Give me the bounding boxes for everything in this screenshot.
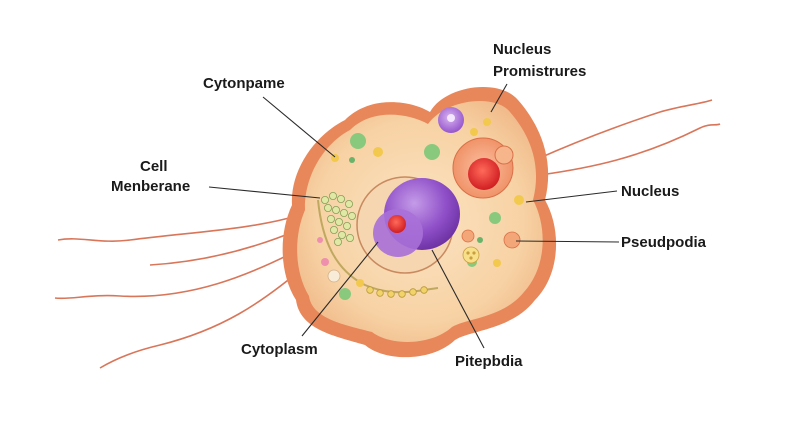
leader-nucleus-promistrures xyxy=(490,83,508,113)
granule-ring-dot xyxy=(466,251,470,255)
granule xyxy=(329,225,338,234)
organelles xyxy=(317,118,524,300)
yellow-granule xyxy=(373,147,383,157)
er-dot xyxy=(398,290,406,298)
granule xyxy=(345,233,354,242)
er-arc xyxy=(317,199,439,294)
pink-vesicle xyxy=(321,258,329,266)
granule-ring xyxy=(462,246,480,264)
orange-vesicle xyxy=(461,229,475,243)
leader-cytonpame xyxy=(262,96,336,158)
leader-pitepbdia xyxy=(431,249,485,349)
granule xyxy=(347,211,356,220)
green-vesicle xyxy=(339,288,351,300)
yellow-granule xyxy=(356,279,364,287)
flagellum xyxy=(539,123,721,176)
yellow-granule xyxy=(514,195,524,205)
green-vesicle xyxy=(489,212,501,224)
label-pseudpodia: Pseudpodia xyxy=(621,234,707,251)
granule xyxy=(336,194,345,203)
label-nucleus-promistrures-line1: Nucleus xyxy=(493,41,551,58)
er-dot xyxy=(366,286,374,294)
granule xyxy=(339,208,348,217)
flagellum xyxy=(149,229,299,266)
yellow-granule xyxy=(493,259,501,267)
nucleolus xyxy=(388,215,406,233)
label-nucleus: Nucleus xyxy=(621,183,679,200)
leader-lines xyxy=(208,83,620,349)
green-vesicle xyxy=(424,144,440,160)
granule xyxy=(328,191,337,200)
er-dot xyxy=(409,288,417,296)
flagellum xyxy=(57,214,301,242)
granule xyxy=(333,237,342,246)
granule xyxy=(342,221,351,230)
leader-pseudpodia xyxy=(515,240,620,243)
granule xyxy=(331,205,340,214)
leader-nucleus xyxy=(525,190,618,203)
pale-vesicle xyxy=(327,269,341,283)
er-dot xyxy=(420,286,428,294)
label-cell-membrane-line2: Menberane xyxy=(111,178,190,195)
yellow-granule xyxy=(470,128,478,136)
pink-vesicle xyxy=(317,237,323,243)
green-dot xyxy=(477,237,483,243)
granule-ring-dot xyxy=(472,251,476,255)
er-dots xyxy=(366,286,428,298)
yellow-granule xyxy=(483,118,491,126)
flagella xyxy=(54,99,721,369)
nucleus-lobe xyxy=(373,209,423,257)
purple-vesicle-core xyxy=(447,114,455,122)
granule-cluster xyxy=(320,191,356,246)
granule xyxy=(334,217,343,226)
label-pitepbdia: Pitepbdia xyxy=(455,353,523,370)
orange-vesicle xyxy=(503,231,521,249)
label-cell-membrane-line1: Cell xyxy=(140,158,168,175)
er-dot xyxy=(387,290,395,298)
granule xyxy=(344,199,353,208)
leader-cell-membrane xyxy=(208,186,321,199)
flagellum xyxy=(99,261,311,369)
vacuole-bud xyxy=(494,145,514,165)
label-cytoplasm: Cytoplasm xyxy=(241,341,318,358)
granule xyxy=(323,203,332,212)
label-cytonpame: Cytonpame xyxy=(203,75,285,92)
flagellum xyxy=(534,99,713,161)
granule xyxy=(337,230,346,239)
granule xyxy=(320,195,329,204)
flagellum xyxy=(54,247,303,300)
er-dot xyxy=(376,289,384,297)
vacuole-core xyxy=(468,158,500,190)
label-nucleus-promistrures-line2: Promistrures xyxy=(493,63,586,80)
leader-cytoplasm xyxy=(301,241,379,337)
granule-ring-dot xyxy=(469,256,473,260)
granule xyxy=(326,214,335,223)
green-dot xyxy=(349,157,355,163)
green-vesicle xyxy=(350,133,366,149)
